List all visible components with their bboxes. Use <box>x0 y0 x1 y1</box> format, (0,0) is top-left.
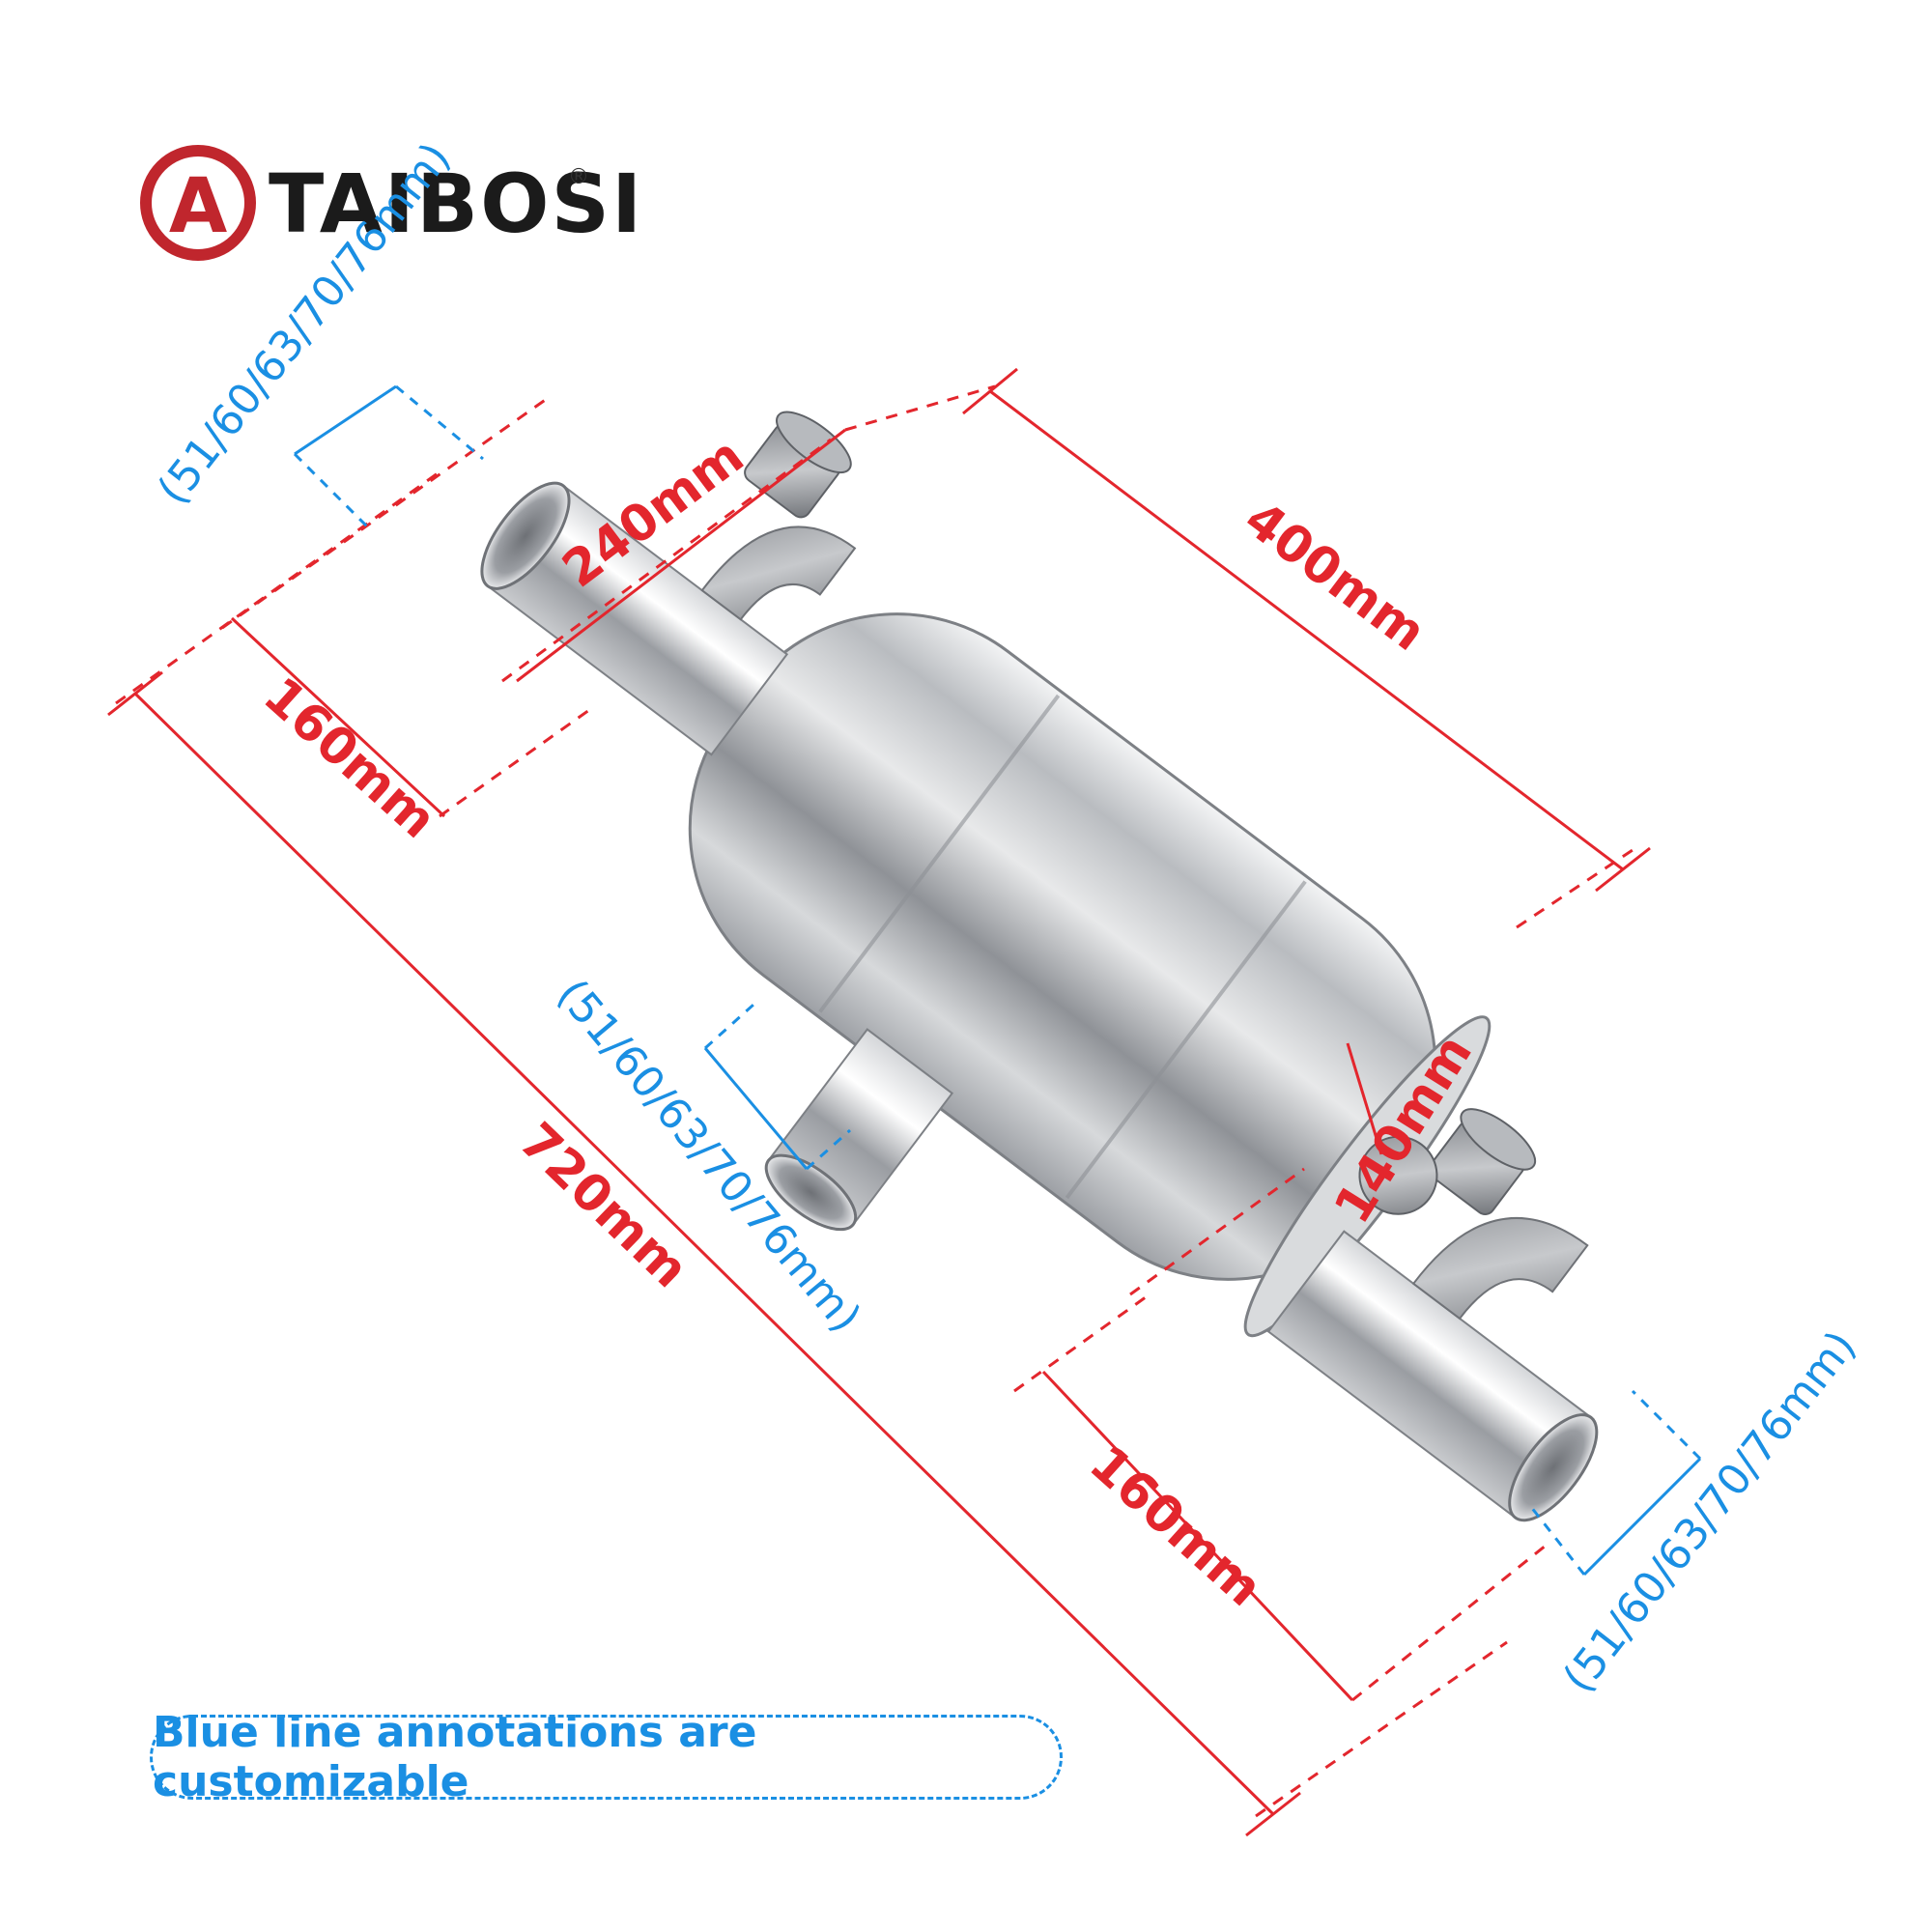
side-pipe <box>764 1028 954 1232</box>
label-160-top: 160mm <box>252 667 446 850</box>
label-400: 400mm <box>1234 490 1435 662</box>
muffler-product <box>480 411 1599 1522</box>
brand-logo: A TAIBOSI ® <box>140 145 643 261</box>
dim-line-400 <box>989 389 1624 871</box>
blue-extension-lines <box>293 384 1702 1576</box>
dim-line-720 <box>133 692 1275 1816</box>
dim-line-160-bottom <box>1041 1370 1354 1702</box>
inlet-pipe <box>480 411 857 756</box>
outlet-valve <box>1428 1108 1537 1215</box>
dim-line-140 <box>1346 1042 1383 1155</box>
label-160-bottom: 160mm <box>1078 1435 1272 1618</box>
outlet-pipe <box>1266 1108 1599 1522</box>
blue-line-top <box>294 384 397 456</box>
blue-dimensions <box>294 384 1702 1577</box>
customizable-note: Blue line annotations are customizable <box>150 1708 1063 1806</box>
customizable-note-text: Blue line annotations are customizable <box>153 1708 757 1806</box>
dim-line-240 <box>516 428 846 683</box>
logo-ring-icon <box>140 145 256 261</box>
dim-line-160-top <box>230 616 446 818</box>
blue-line-side <box>703 1047 809 1170</box>
registered-mark: ® <box>568 165 589 189</box>
red-extension-lines <box>115 384 1634 1818</box>
logo-letter: A <box>169 163 227 250</box>
brand-name: TAIBOSI <box>269 156 643 251</box>
label-diameter-bottom: (51/60/63/70/76mm) <box>1553 1321 1865 1701</box>
red-dimensions <box>107 367 1651 1837</box>
blue-line-bottom <box>1582 1457 1702 1577</box>
